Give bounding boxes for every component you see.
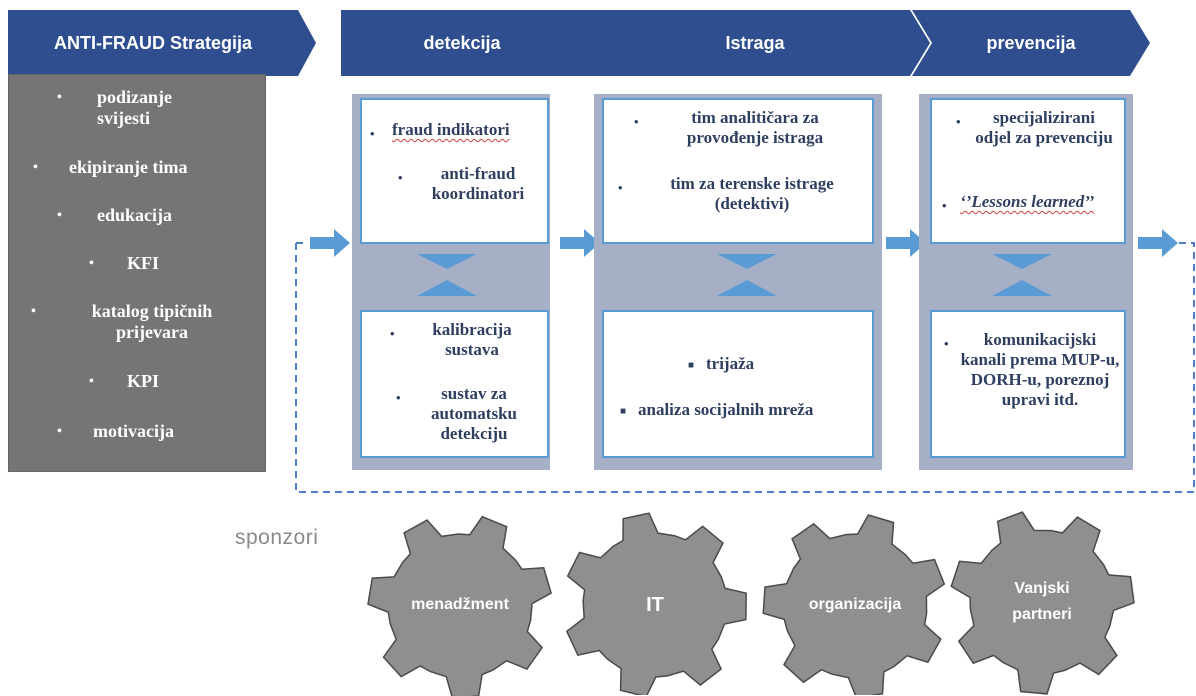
detection-bottom-card: • kalibracija sustava • sustav za automa… (360, 310, 549, 458)
flow-arrow-icon (310, 229, 350, 257)
flow-arrow-icon (560, 229, 600, 257)
list-item: tim analitičara za provođenje istraga (686, 108, 824, 147)
header-strategy: ANTI-FRAUD Strategija (8, 10, 316, 76)
list-item: specijalizirani odjel za prevenciju (975, 108, 1113, 147)
strategy-title: ANTI-FRAUD Strategija (53, 32, 252, 53)
list-item: ‘’Lessons learned’’ (960, 192, 1095, 211)
prevention-top-card: • specijalizirani odjel za prevenciju • … (930, 98, 1126, 244)
header-step-detection: detekcija (341, 10, 603, 76)
prevention-bottom-card: • komunikacijski kanali prema MUP-u, DOR… (930, 310, 1126, 458)
exchange-arrows-icon (992, 254, 1052, 296)
header-step-investigation: Istraga (580, 10, 930, 76)
exchange-arrows-icon (417, 254, 477, 296)
header-step-prevention: prevencija (912, 10, 1150, 76)
gear-icon (565, 512, 747, 695)
investigation-top-card: • tim analitičara za provođenje istraga … (602, 98, 874, 244)
strategy-panel: • podizanje svijesti • ekipiranje tima •… (8, 74, 266, 472)
gear-icon (367, 515, 552, 696)
list-item: trijaža (706, 354, 755, 373)
flow-arrow-icon (1138, 229, 1178, 257)
sponsors-label: sponzori (235, 526, 319, 549)
gear-icon (950, 511, 1135, 695)
list-item: sustav za automatsku detekciju (431, 384, 517, 443)
list-item: anti-fraud koordinatori (431, 164, 525, 203)
list-item: tim za terenske istrage (detektivi) (670, 174, 834, 213)
exchange-arrows-icon (717, 254, 777, 296)
gear-label: menadžment (411, 596, 509, 613)
investigation-bottom-card: ■ trijaža ■ analiza socijalnih mreža (602, 310, 874, 458)
gear-label: organizacija (808, 596, 902, 613)
step-prevention-label: prevencija (986, 32, 1076, 53)
flow-arrow-icon (886, 229, 926, 257)
list-item: analiza socijalnih mreža (638, 400, 814, 419)
step-detection-label: detekcija (423, 32, 501, 53)
list-item: komunikacijski kanali prema MUP-u, DORH-… (960, 330, 1120, 409)
gear-label: Vanjski partneri (1012, 580, 1072, 623)
list-item: kalibracija sustava (432, 320, 512, 359)
detection-top-card: • fraud indikatori • anti-fraud koordina… (360, 98, 549, 244)
gear-icon (762, 514, 946, 695)
gear-label: IT (646, 594, 664, 616)
list-item: fraud indikatori (392, 120, 510, 139)
step-investigation-label: Istraga (725, 32, 785, 53)
